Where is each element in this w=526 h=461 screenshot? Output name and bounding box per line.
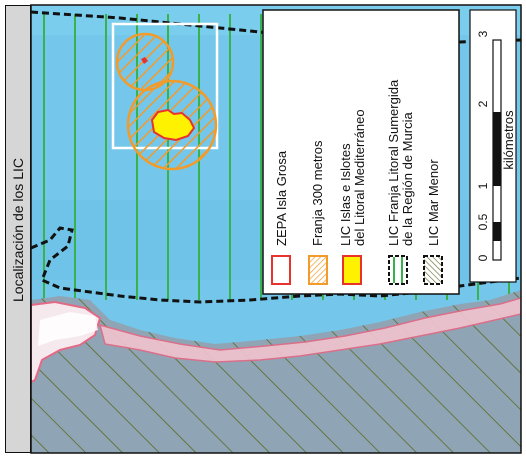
swatch-zepa bbox=[271, 255, 291, 285]
legend: ZEPA Isla Grosa Franja 300 metros LIC Is… bbox=[262, 9, 460, 295]
isla-grosa bbox=[150, 108, 196, 142]
islet-small bbox=[141, 57, 148, 64]
swatch-islas bbox=[342, 255, 362, 285]
legend-label-franja: Franja 300 metros bbox=[310, 140, 325, 246]
side-label: Localización de los LIC bbox=[10, 158, 26, 302]
boundary-coast bbox=[31, 226, 521, 304]
side-strip bbox=[5, 5, 31, 453]
scale-tick-3: 3 bbox=[476, 30, 490, 37]
map-border bbox=[30, 4, 522, 454]
scale-bar: 3 2 1 0.5 0 kilómetros bbox=[469, 9, 517, 283]
legend-label-islas-1: LIC Islas e Islotes bbox=[338, 143, 353, 246]
swatch-franja bbox=[308, 255, 328, 285]
legend-label-mar-menor: LIC Mar Menor bbox=[426, 159, 441, 246]
swatch-mar-menor bbox=[423, 255, 443, 285]
scale-tick-05: 0.5 bbox=[476, 213, 490, 230]
scale-title: kilómetros bbox=[501, 110, 516, 170]
swatch-litoral bbox=[388, 255, 408, 285]
legend-label-litoral-1: LIC Franja Litoral Sumergida bbox=[386, 79, 401, 246]
scale-tick-0: 0 bbox=[476, 254, 490, 261]
legend-label-zepa: ZEPA Isla Grosa bbox=[274, 150, 289, 246]
legend-label-islas-2: del Litoral Mediterráneo bbox=[352, 109, 367, 246]
scale-tick-1: 1 bbox=[476, 182, 490, 189]
legend-label-litoral-2: de la Región de Murcia bbox=[400, 112, 415, 246]
scale-tick-2: 2 bbox=[476, 100, 490, 107]
